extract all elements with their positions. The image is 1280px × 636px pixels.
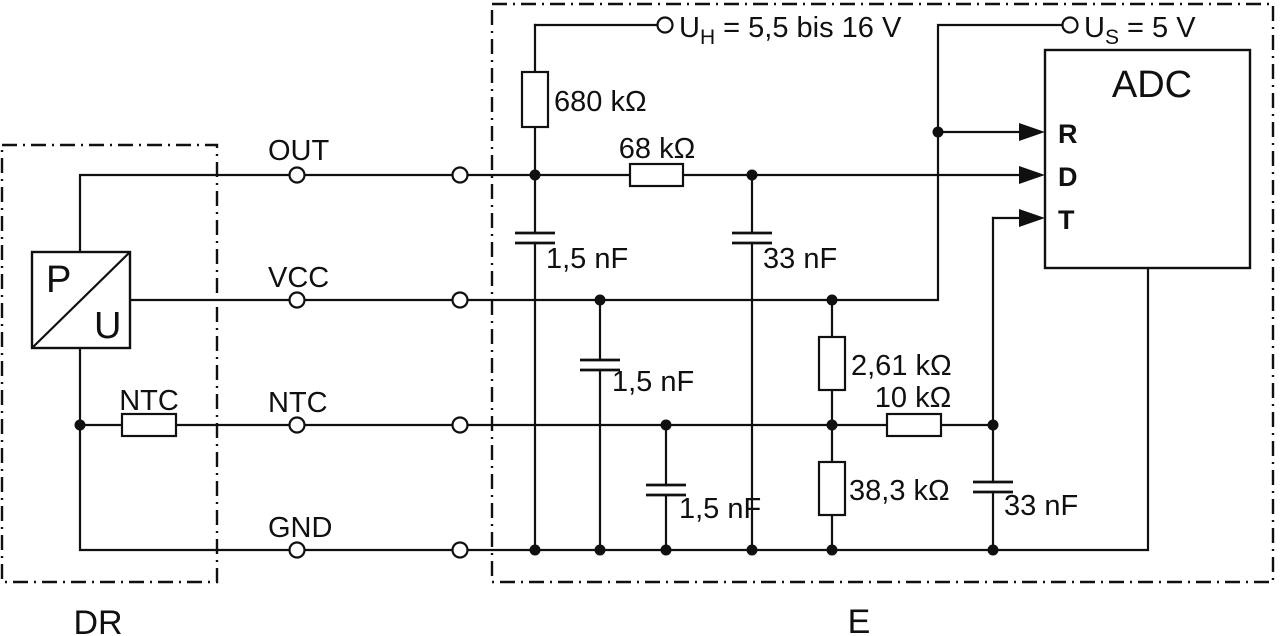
capacitor-value-label: 33 nF <box>763 243 837 275</box>
terminal-circle <box>288 541 306 559</box>
supply-label: US = 5 V <box>1084 12 1196 49</box>
terminal-circle <box>656 16 674 34</box>
junction-dot <box>826 419 838 431</box>
junction-dot <box>529 169 541 181</box>
signal-label-out: OUT <box>268 135 330 167</box>
capacitor-value-label: 1,5 nF <box>546 243 628 275</box>
wire <box>78 173 1021 254</box>
junction-dot <box>594 544 606 556</box>
e-boundary-box <box>490 2 1275 584</box>
adc-pin-arrow <box>1019 123 1045 141</box>
terminal-circle <box>288 291 306 309</box>
junction-dot <box>74 419 86 431</box>
resistor-value-label: 10 kΩ <box>875 382 952 414</box>
resistor-value-label: 68 kΩ <box>619 133 696 165</box>
signal-label-ntc: NTC <box>268 387 328 419</box>
dr-region-label: DR <box>73 604 122 636</box>
resistor-value-label: 2,61 kΩ <box>851 350 952 382</box>
junction-dot <box>987 544 999 556</box>
junction-dot <box>987 419 999 431</box>
junction-dot <box>826 294 838 306</box>
resistor-body <box>520 70 550 129</box>
capacitor-value-label: 33 nF <box>1004 490 1078 522</box>
terminal-circle <box>288 416 306 434</box>
dr-boundary-box <box>0 143 219 584</box>
sensor-u-label: U <box>94 305 121 347</box>
terminal-circle <box>1061 16 1079 34</box>
junction-dot <box>660 544 672 556</box>
terminal-circle <box>451 416 469 434</box>
junction-dot <box>746 544 758 556</box>
resistor-value-label: NTC <box>119 385 179 417</box>
e-region-label: E <box>848 603 871 636</box>
adc-label: ADC <box>1112 64 1192 106</box>
resistor-body <box>817 460 847 517</box>
resistor-body <box>817 335 847 392</box>
junction-dot <box>529 544 541 556</box>
junction-dot <box>594 294 606 306</box>
sensor-p-label: P <box>46 259 71 301</box>
resistor-body <box>628 162 685 188</box>
adc-pin-arrow <box>1019 209 1045 227</box>
terminal-circle <box>451 166 469 184</box>
capacitor-value-label: 1,5 nF <box>612 366 694 398</box>
adc-pin-label: D <box>1058 162 1078 192</box>
resistor-value-label: 680 kΩ <box>554 86 647 118</box>
signal-label-vcc: VCC <box>268 262 329 294</box>
terminal-circle <box>288 166 306 184</box>
signal-label-gnd: GND <box>268 512 332 544</box>
adc-pin-label: T <box>1058 205 1075 235</box>
adc-pin-arrow <box>1019 166 1045 184</box>
sensor-diagonal <box>31 251 131 349</box>
terminal-circle <box>451 541 469 559</box>
capacitor-value-label: 1,5 nF <box>679 493 761 525</box>
resistor-body <box>120 412 178 438</box>
junction-dot <box>932 126 944 138</box>
resistor-body <box>885 412 943 438</box>
junction-dot <box>660 419 672 431</box>
junction-dot <box>746 169 758 181</box>
adc-pin-label: R <box>1058 119 1078 149</box>
terminal-circle <box>451 291 469 309</box>
junction-dot <box>826 544 838 556</box>
wire <box>78 266 1150 552</box>
supply-label: UH = 5,5 bis 16 V <box>679 12 902 49</box>
resistor-value-label: 38,3 kΩ <box>849 475 950 507</box>
adc-box <box>1043 48 1252 270</box>
